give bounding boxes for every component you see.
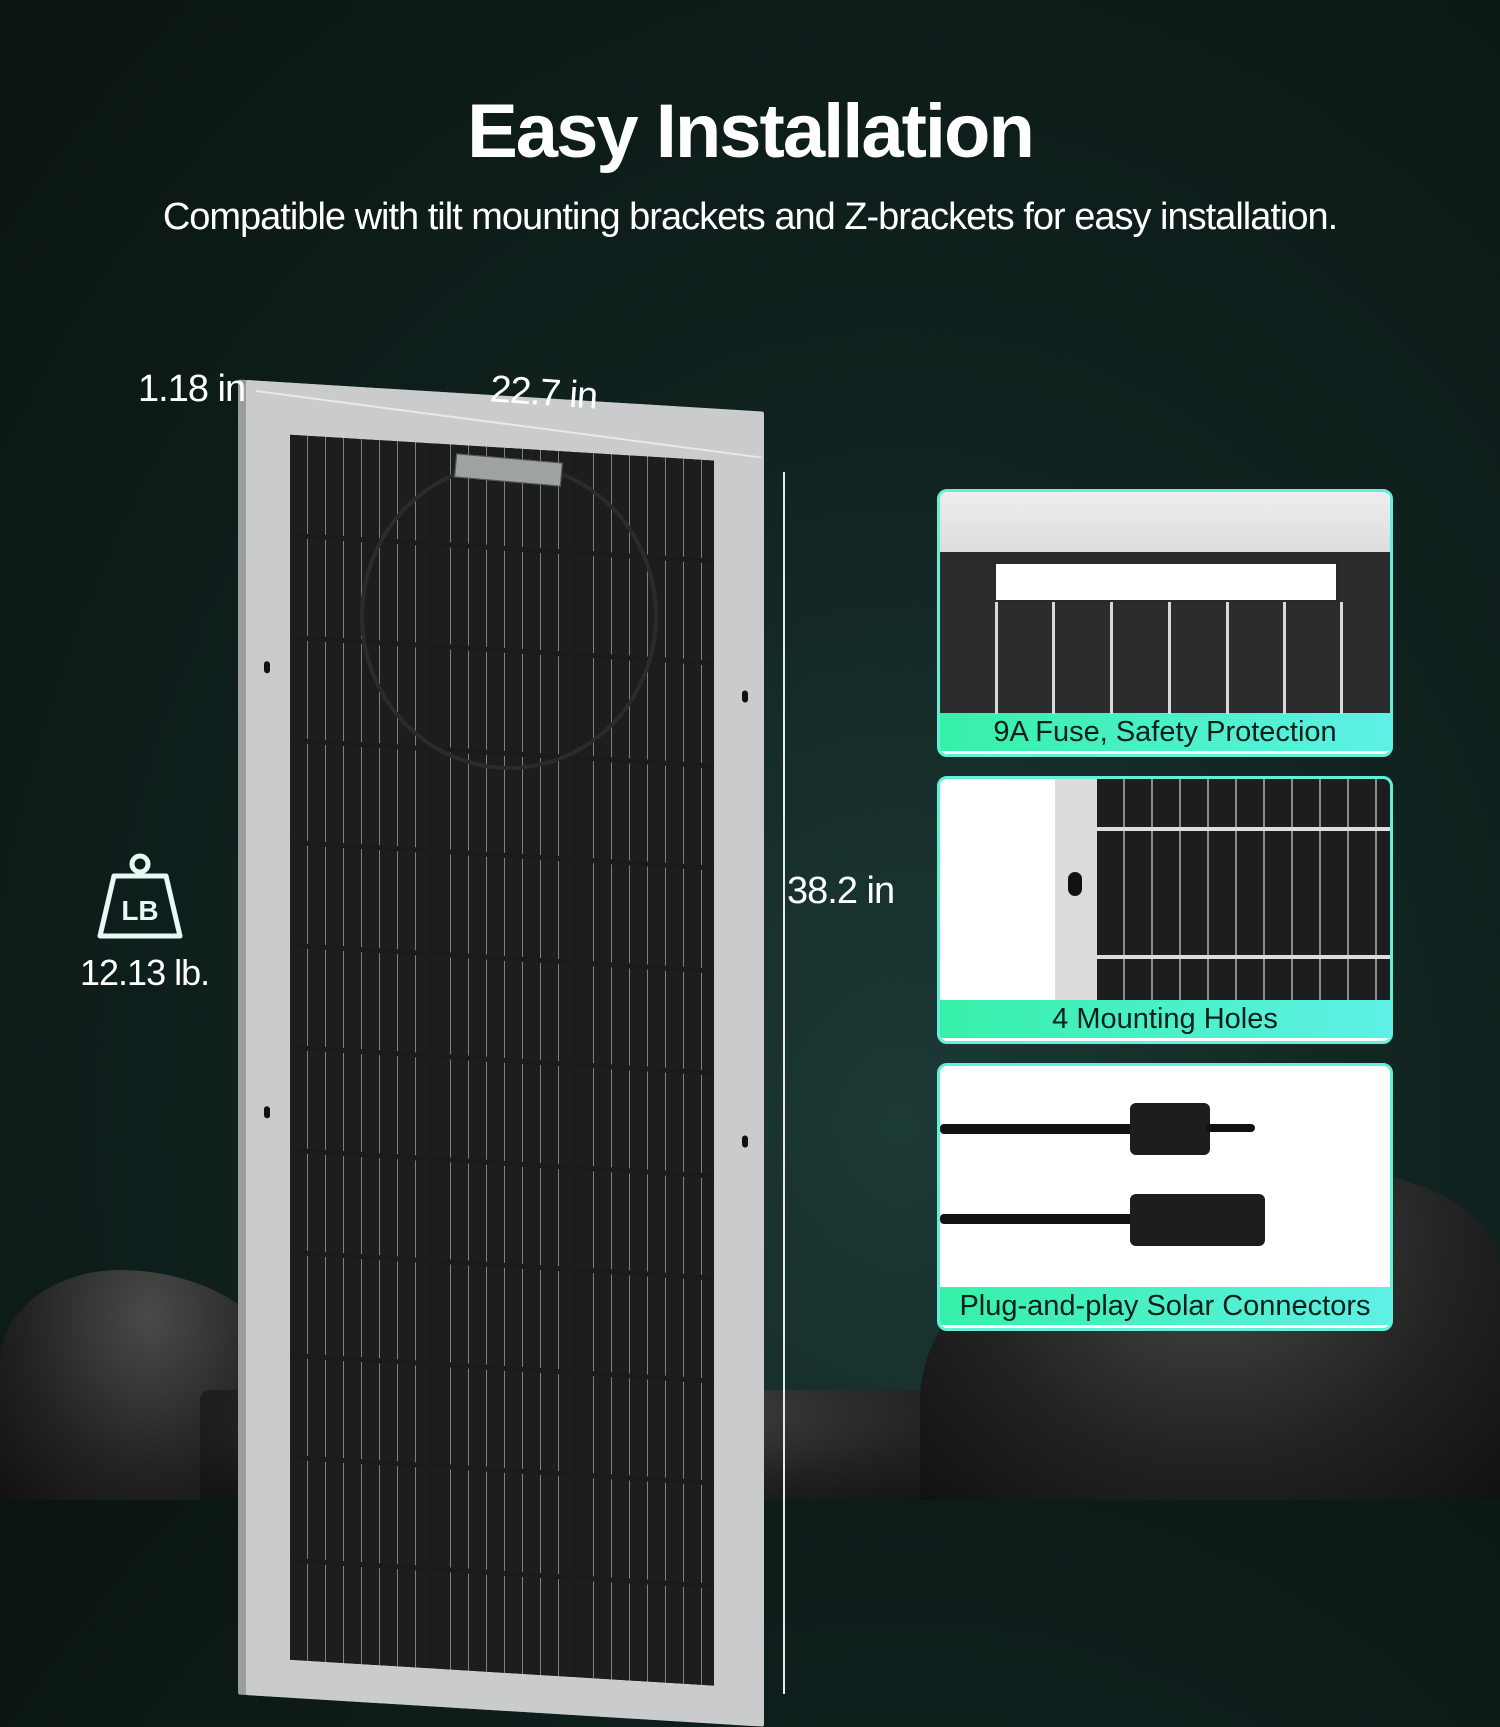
- page-subtitle: Compatible with tilt mounting brackets a…: [162, 196, 1338, 238]
- connectors-image: [940, 1066, 1390, 1287]
- fuse-image: [940, 492, 1390, 714]
- mounting-hole: [742, 690, 748, 703]
- height-label: 38.2 in: [787, 870, 895, 912]
- panel-cable: [360, 462, 658, 770]
- feature-card-mounting-holes: 4 Mounting Holes: [937, 776, 1393, 1044]
- fuse-junction-box: [992, 560, 1340, 604]
- page-title: Easy Installation: [467, 89, 1035, 174]
- mounting-hole: [264, 1106, 270, 1119]
- feature-caption: 4 Mounting Holes: [940, 1000, 1390, 1038]
- weight-value: 12.13 lb.: [80, 952, 210, 993]
- feature-caption: 9A Fuse, Safety Protection: [940, 713, 1390, 751]
- weight-lb-icon: LB: [97, 853, 183, 939]
- svg-text:LB: LB: [121, 895, 158, 926]
- height-dimension-line: [783, 472, 785, 1694]
- male-connector: [1130, 1103, 1210, 1155]
- mounting-hole: [264, 661, 270, 674]
- feature-caption: Plug-and-play Solar Connectors: [940, 1287, 1390, 1325]
- mounting-hole: [742, 1135, 748, 1148]
- female-connector: [1130, 1194, 1265, 1246]
- feature-card-fuse: 9A Fuse, Safety Protection: [937, 489, 1393, 757]
- feature-card-connectors: Plug-and-play Solar Connectors: [937, 1063, 1393, 1331]
- thickness-label: 1.18 in: [138, 368, 246, 410]
- mounting-hole-image: [940, 779, 1390, 1000]
- width-label: 22.7 in: [488, 368, 599, 418]
